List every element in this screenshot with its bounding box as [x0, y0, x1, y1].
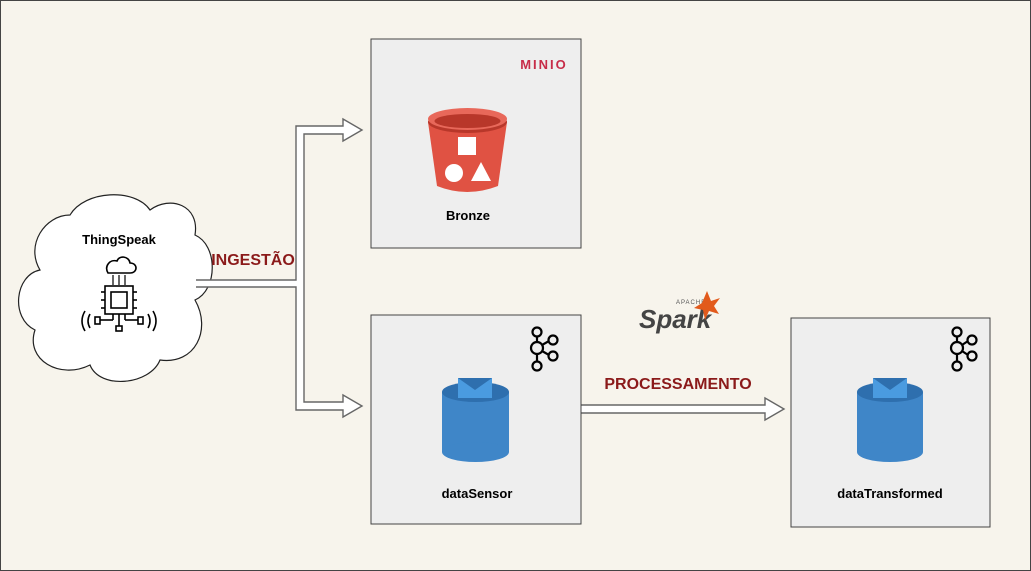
processing-label: PROCESSAMENTO	[604, 376, 751, 393]
data-transformed-label: dataTransformed	[837, 486, 943, 501]
cloud-shape	[18, 194, 213, 383]
spark-star-icon	[694, 291, 720, 320]
ingestion-connector	[196, 117, 364, 419]
minio-logo: MINIO	[520, 57, 568, 72]
signal-icon	[81, 310, 157, 332]
thingspeak-title: ThingSpeak	[82, 232, 156, 247]
thingspeak-node: ThingSpeak	[18, 194, 213, 383]
bronze-label: Bronze	[446, 208, 490, 223]
kafka-icon	[949, 326, 978, 372]
spark-logo: APACHE Spark	[639, 291, 720, 334]
chip-icon	[100, 285, 138, 332]
database-icon	[442, 378, 509, 462]
data-sensor-label: dataSensor	[442, 486, 513, 501]
data-sensor-node: dataSensor	[370, 314, 582, 525]
cloud-icon	[105, 256, 137, 274]
database-icon	[857, 378, 923, 462]
processing-connector	[581, 396, 786, 422]
ingestion-label: INGESTÃO	[211, 249, 295, 269]
kafka-icon	[529, 326, 559, 372]
chip-leads-icon	[112, 275, 126, 285]
bucket-icon	[428, 108, 507, 192]
bronze-node: MINIO Bronze	[370, 38, 582, 249]
spark-logo-apache: APACHE	[676, 300, 706, 306]
minio-logo-text: MINIO	[520, 57, 568, 72]
data-transformed-node: dataTransformed	[790, 317, 991, 528]
